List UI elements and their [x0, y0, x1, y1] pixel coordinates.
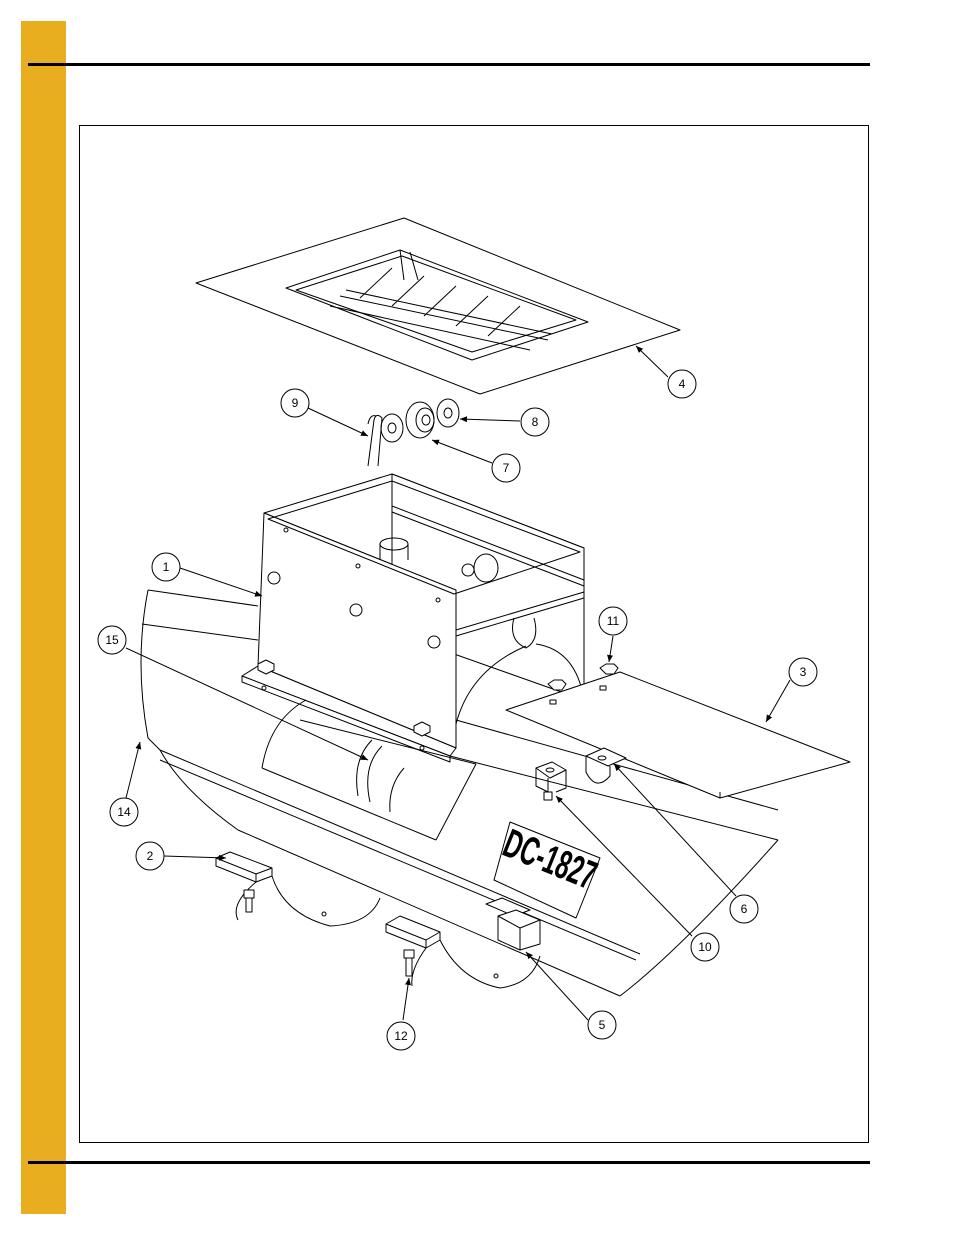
- callout-11: 11: [599, 607, 627, 635]
- callout-label: 9: [292, 396, 299, 410]
- callout-label: 4: [679, 377, 686, 391]
- callout-6: 6: [730, 895, 758, 923]
- callout-3: 3: [789, 658, 817, 686]
- leader-lines: [126, 346, 790, 1020]
- callout-label: 8: [532, 415, 539, 429]
- top-flange-plate: [196, 218, 680, 394]
- callout-5: 5: [588, 1011, 616, 1039]
- callout-10: 10: [691, 933, 719, 961]
- callout-label: 10: [698, 940, 712, 954]
- hanger-brackets: [536, 748, 626, 800]
- callout-label: 2: [147, 849, 154, 863]
- callout-15: 15: [98, 626, 126, 654]
- callout-label: 7: [503, 461, 510, 475]
- callout-label: 6: [741, 902, 748, 916]
- callout-label: 15: [105, 633, 119, 647]
- callout-7: 7: [492, 454, 520, 482]
- callout-2: 2: [136, 842, 164, 870]
- callout-9: 9: [281, 389, 309, 417]
- callout-label: 3: [800, 665, 807, 679]
- callout-14: 14: [110, 798, 138, 826]
- callout-4: 4: [668, 370, 696, 398]
- callout-label: 5: [599, 1018, 606, 1032]
- clamp-bands: [216, 852, 540, 988]
- callout-label: 11: [607, 614, 620, 628]
- callout-label: 12: [394, 1029, 408, 1043]
- callout-8: 8: [521, 408, 549, 436]
- callout-12: 12: [387, 1022, 415, 1050]
- roller-hardware: [368, 399, 459, 466]
- callout-label: 1: [163, 560, 170, 574]
- callout-1: 1: [152, 553, 180, 581]
- callout-label: 14: [117, 805, 131, 819]
